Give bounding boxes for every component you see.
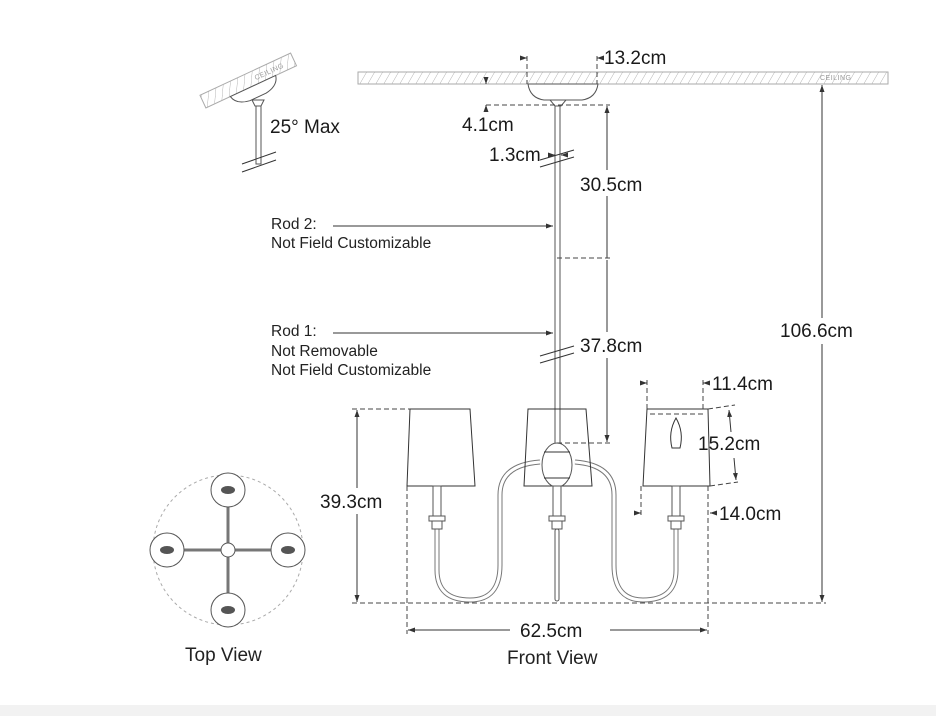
sloped-rod — [255, 105, 262, 165]
rod-diameter-dim: 1.3cm — [489, 145, 541, 166]
center-shade — [523, 408, 593, 487]
bulb — [670, 416, 682, 449]
rod2-title: Rod 2: — [271, 216, 317, 233]
shade-bottom-dim: 14.0cm — [719, 504, 781, 525]
canopy — [527, 83, 599, 101]
center-finial — [554, 528, 560, 602]
break-mark — [539, 352, 575, 364]
sloped-canopy — [229, 74, 277, 103]
rod1-length-dim: 37.8cm — [580, 336, 642, 357]
fixture-height-dim: 39.3cm — [320, 492, 382, 513]
center-body — [541, 442, 573, 488]
footer-bar — [0, 705, 936, 716]
rod1-note2: Not Field Customizable — [271, 362, 431, 379]
ceiling-label: CEILING — [820, 75, 852, 82]
canopy-width-dim: 13.2cm — [604, 48, 666, 69]
shade-height-dim: 15.2cm — [698, 434, 760, 455]
left-shade — [406, 408, 476, 487]
sloped-ceiling-detail: CEILING — [199, 52, 298, 109]
break-mark — [539, 156, 575, 168]
rod2-length-dim: 30.5cm — [580, 175, 642, 196]
top-view-label: Top View — [185, 645, 262, 666]
shade-top-dim: 11.4cm — [712, 374, 773, 395]
break-mark — [539, 345, 575, 357]
break-mark — [539, 149, 575, 161]
rod2-note: Not Field Customizable — [271, 235, 431, 252]
candles — [428, 485, 685, 530]
overall-height-dim: 106.6cm — [780, 321, 853, 342]
ceiling-hatch — [357, 71, 889, 85]
break-mark — [241, 159, 277, 173]
rod1-note1: Not Removable — [271, 343, 378, 360]
front-view-label: Front View — [507, 648, 598, 669]
canopy-height-dim: 4.1cm — [462, 115, 514, 136]
overall-width-dim: 62.5cm — [520, 621, 582, 642]
arms — [434, 459, 679, 603]
sloped-swivel — [251, 99, 265, 107]
slope-label: 25° Max — [270, 117, 340, 138]
rod — [554, 105, 561, 447]
break-mark — [241, 151, 277, 165]
top-view — [149, 472, 306, 628]
rod1-title: Rod 1: — [271, 323, 317, 340]
